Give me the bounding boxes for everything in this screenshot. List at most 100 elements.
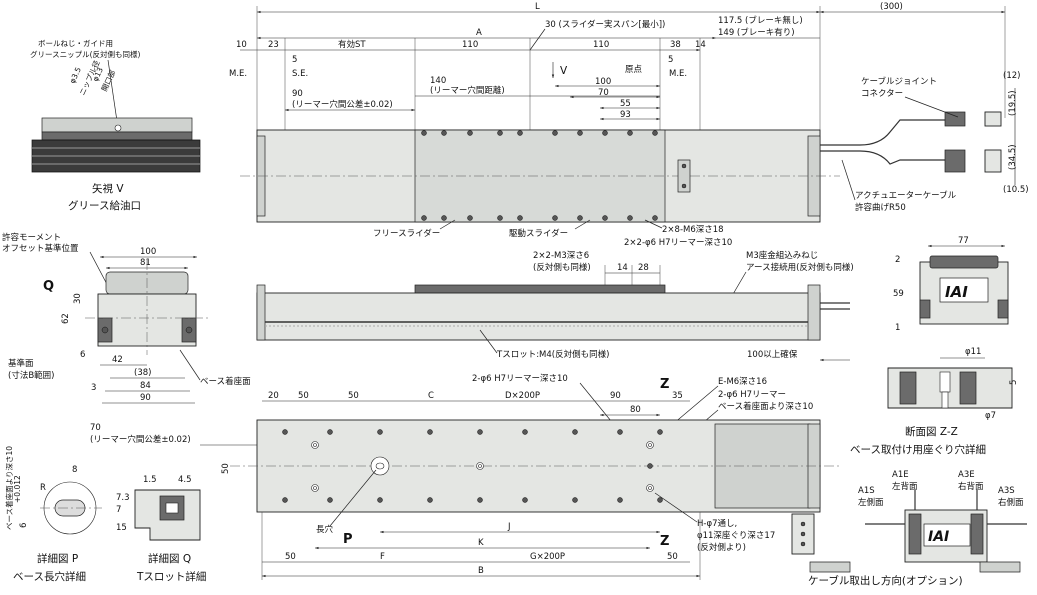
detail-p-subtitle: ベース長穴詳細 xyxy=(13,570,86,583)
grease-nipple-icon xyxy=(114,124,122,132)
dim-2: 2 xyxy=(895,255,900,265)
phi35-label: φ3.5 xyxy=(68,66,83,85)
bottom-view: 2-φ6 H7リーマー深さ10 20 50 50 C D×200P 90 Z 3… xyxy=(90,374,840,580)
a1s-label: A1S xyxy=(858,486,875,496)
dim-8: 8 xyxy=(72,465,77,475)
dim-38b: (38) xyxy=(134,368,151,378)
dim-77: 77 xyxy=(958,236,969,246)
dim-15b: 15 xyxy=(116,523,127,533)
dim-5: 5 xyxy=(1009,380,1019,385)
dim-B: B xyxy=(478,566,484,576)
side-view: 2×2-M3深さ6 (反対側も同様) 14 28 M3座金組込みねじ アース接続… xyxy=(256,250,854,362)
dim-90b: 90 xyxy=(140,393,151,403)
dim-3: 3 xyxy=(91,383,96,393)
long-hole-label: 長穴 xyxy=(316,524,334,535)
dim-6-tol: 6 xyxy=(19,523,29,528)
dim-K: K xyxy=(478,538,484,548)
detail-q: 1.5 4.5 7.3 7 15 詳細図 Q Tスロット詳細 xyxy=(116,475,206,583)
dim-105: (10.5) xyxy=(1003,185,1029,195)
em6-label: E-M6深さ16 xyxy=(718,377,767,387)
dim-50b: 50 xyxy=(348,391,359,401)
actuator-cable-label: アクチュエーターケーブル xyxy=(855,190,957,201)
dim-A: A xyxy=(476,28,482,38)
cable-connector-2 xyxy=(944,149,966,173)
cable-lower xyxy=(820,150,945,165)
dim-7: 7 xyxy=(116,505,121,515)
view-v-arrow-label: V xyxy=(560,65,568,77)
end-view: 許容モーメント オフセット基準位置 100 81 Q 30 62 6 42 (3… xyxy=(2,232,251,404)
a1e-sub: 左背面 xyxy=(892,481,918,492)
detail-p-marker: P xyxy=(343,532,353,547)
dim-35: 35 xyxy=(672,391,683,401)
m3-label2: (反対側も同様) xyxy=(533,262,591,273)
detail-q-marker: Q xyxy=(43,279,54,294)
dim-6: 6 xyxy=(80,350,85,360)
section-z-top: Z xyxy=(660,377,669,392)
side-body xyxy=(256,292,821,341)
detail-q-subtitle: Tスロット詳細 xyxy=(136,570,206,583)
ream-tol2-label: (リーマー穴間公差±0.02) xyxy=(90,434,191,445)
bottom-holes xyxy=(282,429,663,503)
datum-label: 基準面 xyxy=(8,358,34,369)
a3s-sub: 右側面 xyxy=(998,497,1024,508)
dim-93: 93 xyxy=(620,110,631,120)
dim-C: C xyxy=(428,391,434,401)
phi6c-label2: ベース着座面より深さ10 xyxy=(718,401,813,412)
brake-with-label: 149 (ブレーキ有り) xyxy=(718,27,795,38)
m6-label: 2×8-M6深さ18 xyxy=(662,225,724,235)
dim-50d: 50 xyxy=(667,552,678,562)
dim-55: 55 xyxy=(620,99,631,109)
bend-radius-label: 許容曲げR50 xyxy=(855,202,906,213)
detail-p-title: 詳細図 P xyxy=(37,552,78,565)
zz-subtitle: ベース取付け用座ぐり穴詳細 xyxy=(850,443,986,456)
m3-screw-label2: アース接続用(反対側も同様) xyxy=(746,262,854,273)
dim-14: 14 xyxy=(695,40,706,50)
grease-nipple-label2: グリースニップル(反対側も同様) xyxy=(30,49,141,59)
datum-label2: (寸法B範囲) xyxy=(8,370,54,381)
dim-70: 70 xyxy=(598,88,609,98)
a1e-label: A1E xyxy=(892,470,909,480)
dim-42: 42 xyxy=(112,355,123,365)
dim-90c: 90 xyxy=(610,391,621,401)
dim-1: 1 xyxy=(895,323,900,333)
dim-28: 28 xyxy=(638,263,649,273)
m3-label: 2×2-M3深さ6 xyxy=(533,251,589,261)
dim-5b: 5 xyxy=(668,55,673,65)
drive-slider-label: 駆動スライダー xyxy=(509,228,568,239)
view-v-title: 矢視 V xyxy=(92,182,124,195)
a3s-label: A3S xyxy=(998,486,1015,496)
me-left: M.E. xyxy=(229,69,247,79)
moment-offset-label: 許容モーメント xyxy=(2,232,61,243)
phi6b-label: 2-φ6 H7リーマー深さ10 xyxy=(472,374,568,384)
dim-300: (300) xyxy=(880,2,903,12)
dim-62: 62 xyxy=(61,313,71,324)
dim-14b: 14 xyxy=(617,263,628,273)
moment-offset-label2: オフセット基準位置 xyxy=(2,243,79,254)
cable-joint-label2: コネクター xyxy=(861,89,903,99)
ream-depth-vert-label: ベース着座面より深さ10 xyxy=(4,446,14,530)
dim-84: 84 xyxy=(140,381,151,391)
dim-110a: 110 xyxy=(462,40,478,50)
dim-90: 90 xyxy=(292,89,303,99)
cable-option-title: ケーブル取出し方向(オプション) xyxy=(808,574,963,587)
top-holes xyxy=(421,130,691,221)
dim-7-3: 7.3 xyxy=(116,493,130,503)
iai-logo: IAI xyxy=(945,283,968,301)
dim-eff-st: 有効ST xyxy=(338,39,366,50)
brake-none-label: 117.5 (ブレーキ無し) xyxy=(718,15,803,26)
dim-20: 20 xyxy=(268,391,279,401)
dim-38: 38 xyxy=(670,40,681,50)
detail-p: ベース着座面より深さ10 6 +0.012 8 R 詳細図 P ベース長穴詳細 xyxy=(4,446,102,583)
cable-connector-1 xyxy=(944,111,966,127)
dim-80: 80 xyxy=(630,405,641,415)
dim-12: (12) xyxy=(1003,71,1020,81)
dim-30: 30 xyxy=(73,293,83,304)
min-100-label: 100以上確保 xyxy=(747,349,798,360)
dim-phi11: φ11 xyxy=(965,347,981,357)
h-hole-label2: φ11深座ぐり深さ17 xyxy=(697,530,775,541)
dim-140: 140 xyxy=(430,76,446,86)
phi6-ream-label: 2×2-φ6 H7リーマー深さ10 xyxy=(624,238,732,248)
se-label: S.E. xyxy=(292,69,308,79)
a3e-sub: 右背面 xyxy=(958,481,984,492)
